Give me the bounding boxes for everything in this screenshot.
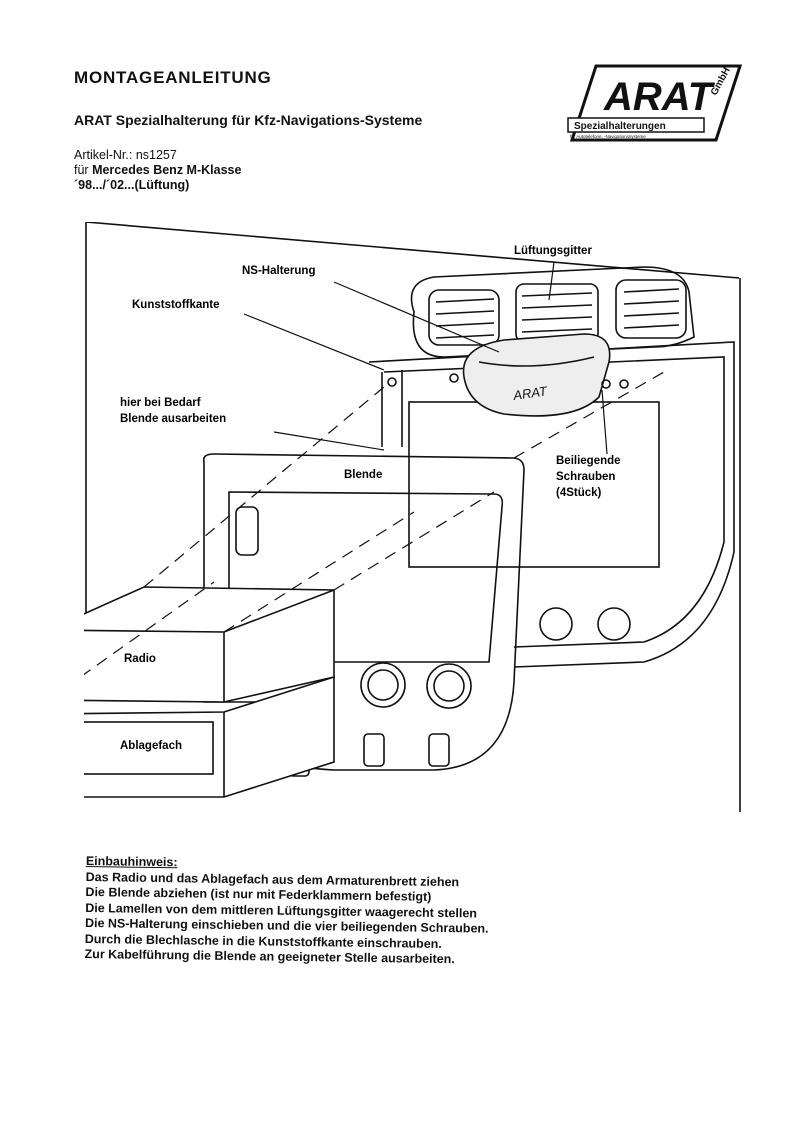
installation-drawing: Lüftungsgitter NS-Halterung Kunststoffka… bbox=[84, 222, 741, 812]
knob-left bbox=[360, 662, 406, 708]
article-info: Artikel-Nr.: ns1257 für Mercedes Benz M-… bbox=[74, 148, 241, 193]
page-subtitle: ARAT Spezialhalterung für Kfz-Navigation… bbox=[74, 112, 423, 128]
article-label: Artikel-Nr.: bbox=[74, 148, 136, 162]
label-bedarf-1: hier bei Bedarf bbox=[120, 397, 201, 409]
leader-schrauben bbox=[601, 389, 608, 455]
arat-logo: ARAT GmbH Spezialhalterungen für Autotel… bbox=[567, 64, 742, 142]
screw-4 bbox=[387, 377, 397, 387]
logo-small-text: für Autotelefone, -Navigationssysteme bbox=[570, 134, 646, 139]
label-schrauben-1: Beiliegende bbox=[556, 455, 621, 467]
label-schrauben-2: Schrauben bbox=[556, 471, 615, 483]
label-blende: Blende bbox=[344, 469, 382, 481]
dashboard-outline bbox=[368, 341, 735, 668]
round-vent-1 bbox=[539, 607, 573, 641]
label-schrauben-3: (4Stück) bbox=[556, 487, 602, 499]
blende-opening bbox=[228, 491, 504, 663]
logo-brand: ARAT bbox=[603, 75, 716, 119]
label-radio: Radio bbox=[124, 653, 156, 665]
label-bedarf-2: Blende ausarbeiten bbox=[120, 413, 226, 425]
frame-top-line bbox=[85, 222, 740, 279]
vehicle-line: für Mercedes Benz M-Klasse bbox=[74, 163, 241, 178]
label-kunststoffkante: Kunststoffkante bbox=[132, 299, 220, 311]
label-ablagefach: Ablagefach bbox=[120, 740, 182, 752]
button-left bbox=[363, 733, 385, 767]
round-vent-2 bbox=[597, 607, 631, 641]
bracket-brand: ARAT bbox=[511, 383, 549, 403]
vehicle-years: ´98.../´02...(Lüftung) bbox=[74, 178, 190, 192]
screw-1 bbox=[449, 373, 459, 383]
leader-lueftungsgitter bbox=[548, 261, 555, 301]
label-lueftungsgitter: Lüftungsgitter bbox=[514, 245, 592, 257]
vent-grille-right bbox=[615, 279, 687, 339]
ablagefach-opening bbox=[84, 721, 214, 775]
logo-tagline: Spezialhalterungen bbox=[574, 121, 666, 132]
screw-2 bbox=[601, 379, 611, 389]
installation-notes: Einbauhinweis: Das Radio und das Ablagef… bbox=[84, 854, 489, 968]
bracket-tab bbox=[381, 370, 403, 447]
screw-3 bbox=[619, 379, 629, 389]
article-number-line: Artikel-Nr.: ns1257 bbox=[74, 148, 241, 163]
button-right bbox=[428, 733, 450, 767]
vent-housing bbox=[410, 266, 695, 358]
vehicle-prefix: für bbox=[74, 163, 93, 177]
knob-right bbox=[426, 663, 472, 709]
ns-bracket-edge bbox=[478, 356, 595, 367]
blende-slot bbox=[235, 506, 259, 556]
leader-ns-halterung bbox=[333, 281, 500, 353]
vent-grille-left bbox=[428, 289, 500, 346]
dashboard-inner-outline bbox=[383, 356, 725, 648]
radio-opening bbox=[408, 401, 660, 568]
alignment-dashes bbox=[84, 371, 665, 676]
article-number: ns1257 bbox=[135, 148, 177, 162]
vehicle-model: Mercedes Benz M-Klasse bbox=[92, 163, 242, 177]
leader-bedarf bbox=[273, 431, 385, 451]
page-title: MONTAGEANLEITUNG bbox=[74, 68, 272, 87]
leader-kunststoffkante bbox=[243, 313, 385, 371]
label-ns-halterung: NS-Halterung bbox=[242, 265, 315, 277]
